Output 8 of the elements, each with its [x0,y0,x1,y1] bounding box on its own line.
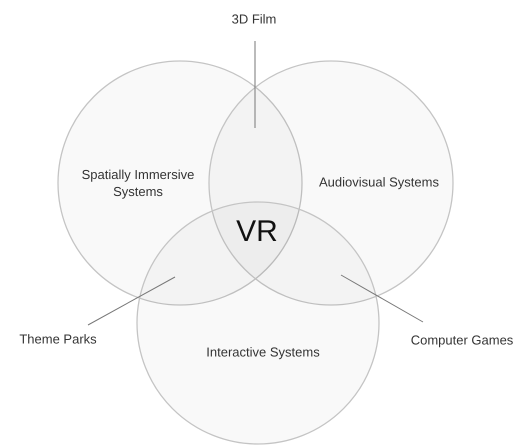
callout-label: Theme Parks [19,332,97,346]
circle-label: Interactive Systems [205,344,321,360]
circle-label: Audiovisual Systems [318,174,440,190]
circle-label: Spatially Immersive Systems [80,166,196,200]
callout-label: Computer Games [410,332,514,348]
callout-label: 3D Film [232,12,276,26]
venn-circle [136,201,380,445]
center-label: VR [236,215,278,249]
